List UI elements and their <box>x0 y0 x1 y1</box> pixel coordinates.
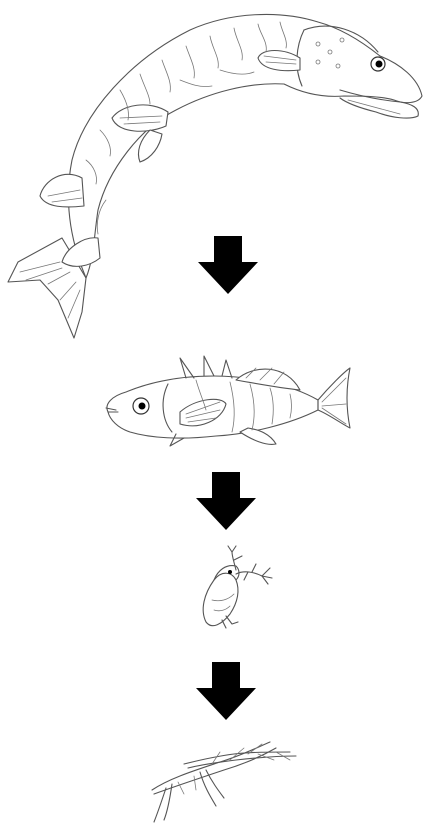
water-flea-icon <box>203 546 272 628</box>
pike-icon <box>8 14 422 338</box>
algae-icon <box>152 742 296 822</box>
down-arrow-icon <box>196 662 256 720</box>
stickleback-icon <box>106 356 350 446</box>
down-arrow-icon <box>198 236 258 294</box>
down-arrow-icon <box>196 472 256 530</box>
